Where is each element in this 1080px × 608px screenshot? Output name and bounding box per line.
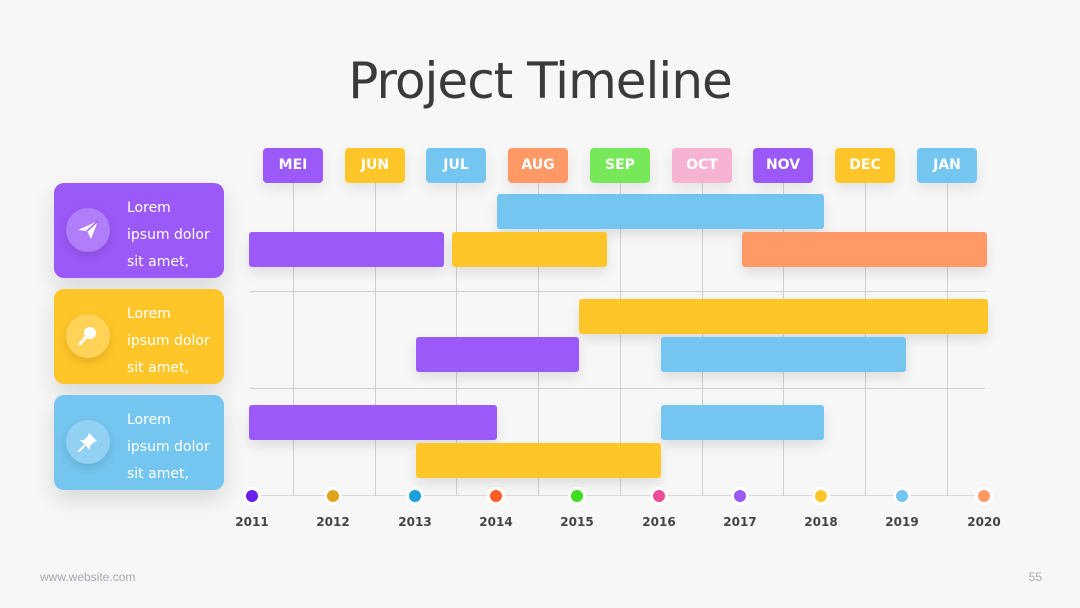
card-text-line: Lorem — [127, 200, 171, 216]
magnifier-icon — [66, 314, 110, 358]
task-bar — [661, 337, 906, 372]
task-bar — [249, 405, 497, 440]
task-bar — [452, 232, 607, 267]
card-text-line: sit amet, — [127, 466, 189, 482]
card-text-line: Lorem — [127, 306, 171, 322]
card-text-line: ipsum dolor — [127, 227, 210, 243]
year-marker-dot — [490, 490, 502, 502]
month-label-aug: AUG — [508, 148, 568, 183]
month-label-oct: OCT — [672, 148, 732, 183]
task-bar — [579, 299, 988, 334]
year-label-2016: 2016 — [642, 515, 676, 529]
year-marker-dot — [571, 490, 583, 502]
row-divider — [250, 291, 985, 292]
month-label-nov: NOV — [753, 148, 813, 183]
card-text-line: ipsum dolor — [127, 333, 210, 349]
month-label-sep: SEP — [590, 148, 650, 183]
task-bar — [416, 443, 661, 478]
month-label-jan: JAN — [917, 148, 977, 183]
grid-line — [947, 183, 948, 496]
year-marker-dot — [409, 490, 421, 502]
year-label-2012: 2012 — [316, 515, 350, 529]
task-bar — [497, 194, 824, 229]
card-text-line: sit amet, — [127, 254, 189, 270]
grid-line — [375, 183, 376, 496]
footer-website: www.website.com — [40, 570, 136, 584]
year-marker-dot — [734, 490, 746, 502]
year-marker-dot — [653, 490, 665, 502]
slide-title: Project Timeline — [348, 52, 733, 110]
year-label-2020: 2020 — [967, 515, 1001, 529]
month-label-jun: JUN — [345, 148, 405, 183]
task-bar — [742, 232, 987, 267]
year-marker-dot — [327, 490, 339, 502]
year-label-2018: 2018 — [804, 515, 838, 529]
year-marker-dot — [978, 490, 990, 502]
task-bar — [416, 337, 579, 372]
task-bar — [249, 232, 444, 267]
year-marker-dot — [896, 490, 908, 502]
year-label-2017: 2017 — [723, 515, 757, 529]
card-text-line: sit amet, — [127, 360, 189, 376]
timeline-axis — [248, 495, 988, 496]
task-bar — [661, 405, 824, 440]
row-divider — [250, 388, 985, 389]
push-pin-icon — [66, 420, 110, 464]
paper-plane-icon — [66, 208, 110, 252]
month-label-jul: JUL — [426, 148, 486, 183]
grid-line — [293, 183, 294, 496]
year-marker-dot — [815, 490, 827, 502]
category-card-1: Lorem ipsum dolor sit amet, — [54, 183, 224, 278]
year-label-2019: 2019 — [885, 515, 919, 529]
year-marker-dot — [246, 490, 258, 502]
year-label-2013: 2013 — [398, 515, 432, 529]
year-label-2014: 2014 — [479, 515, 513, 529]
card-text-line: ipsum dolor — [127, 439, 210, 455]
card-text-line: Lorem — [127, 412, 171, 428]
footer-page-number: 55 — [1028, 570, 1042, 584]
year-label-2011: 2011 — [235, 515, 269, 529]
category-card-3: Lorem ipsum dolor sit amet, — [54, 395, 224, 490]
category-card-2: Lorem ipsum dolor sit amet, — [54, 289, 224, 384]
year-label-2015: 2015 — [560, 515, 594, 529]
grid-line — [620, 183, 621, 496]
month-label-mei: MEI — [263, 148, 323, 183]
month-label-dec: DEC — [835, 148, 895, 183]
